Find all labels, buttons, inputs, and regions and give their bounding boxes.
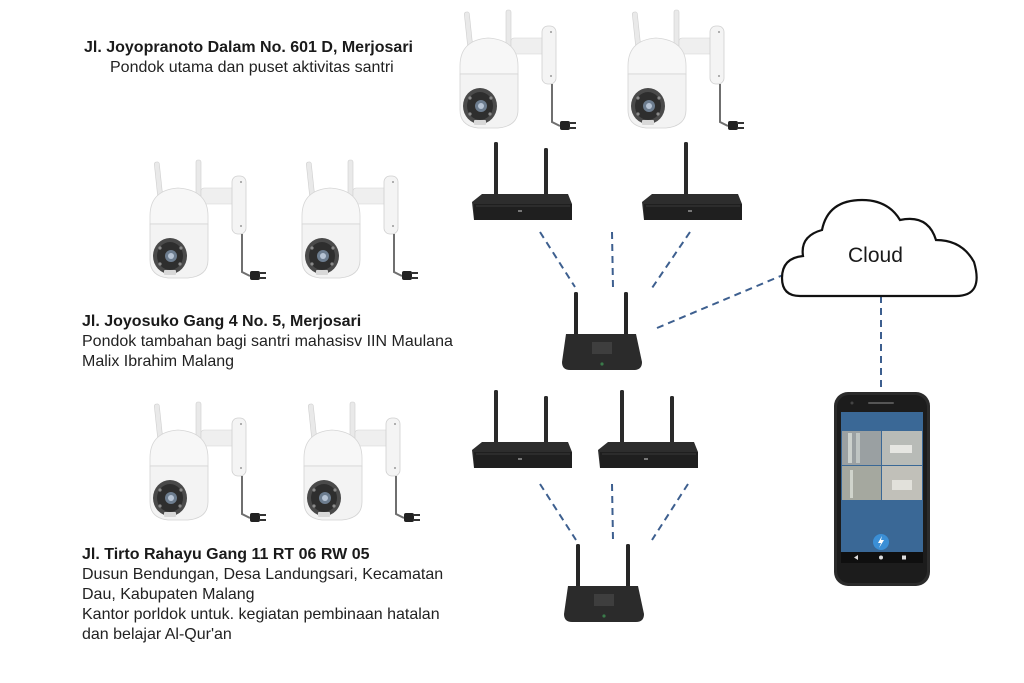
cctv-camera-icon [459,9,577,131]
site-3-desc-line-2: Dau, Kabupaten Malang [82,586,255,603]
nvr-device-icon [597,389,699,469]
cctv-camera-icon [301,159,419,281]
site-3-desc-line-1: Dusun Bendungan, Desa Landungsari, Kecam… [82,566,444,583]
nvr-device-icon [471,141,573,221]
link-line [611,483,614,541]
cctv-camera-icon [627,9,745,131]
cloud-icon [780,198,978,298]
site-2-desc-line-1: Pondok tambahan bagi santri mahasisv IIN… [82,333,453,350]
link-line [651,231,691,289]
link-line [656,274,784,329]
nvr-device-icon [471,389,573,469]
site-2-desc-line-2: Malix Ibrahim Malang [82,353,235,370]
wifi-router-icon [562,292,642,370]
link-line [539,231,576,288]
link-line [539,483,577,541]
cctv-camera-icon [303,401,421,523]
site-1-title: Jl. Joyopranoto Dalam No. 601 D, Merjosa… [84,39,413,56]
smartphone-icon [834,392,930,586]
site-1-label: Jl. Joyopranoto Dalam No. 601 D, Merjosa… [84,38,413,78]
site-3-desc-line-3: Kantor porldok untuk. kegiatan pembinaan… [82,606,440,623]
site-2-label: Jl. Joyosuko Gang 4 No. 5, Merjosari Pon… [82,312,453,372]
nvr-device-icon [641,141,743,221]
site-3-label: Jl. Tirto Rahayu Gang 11 RT 06 RW 05 Dus… [82,545,443,645]
site-3-title: Jl. Tirto Rahayu Gang 11 RT 06 RW 05 [82,546,370,563]
link-line [611,231,614,289]
cloud-label: Cloud [848,244,903,267]
wifi-router-icon [564,544,644,622]
network-links [539,231,882,541]
site-1-desc-line-1: Pondok utama dan puset aktivitas santri [110,59,394,76]
cctv-camera-icon [149,401,267,523]
site-2-title: Jl. Joyosuko Gang 4 No. 5, Merjosari [82,313,362,330]
cctv-camera-icon [149,159,267,281]
site-3-desc-line-4: dan belajar Al-Qur'an [82,626,232,643]
link-line [651,483,689,541]
